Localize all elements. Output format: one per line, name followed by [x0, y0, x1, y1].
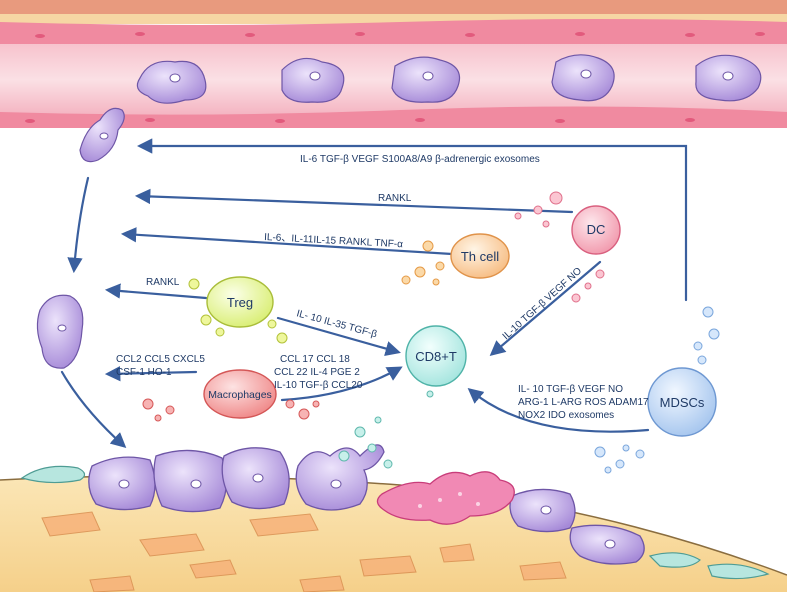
secreted-particles	[142, 191, 720, 474]
dc-cell: DC	[571, 205, 621, 255]
arrow-treg-cd8	[276, 316, 401, 357]
label-mdsc-2: ARG-1 L-ARG ROS ADAM17	[518, 397, 649, 408]
cd8t-cell: CD8+T	[405, 325, 467, 387]
label-dc-cd8: IL-10 TGF-β VEGF NO	[501, 265, 585, 342]
migrating-tumor-cell	[79, 107, 125, 163]
arrow-treg-rankl	[104, 283, 208, 300]
treg-label: Treg	[227, 295, 253, 310]
arrow-mac-cd8	[280, 366, 403, 402]
arrow-migrate-2	[60, 370, 127, 449]
label-mac-left-2: CSF-1 HO-1	[116, 367, 172, 378]
label-mac-left-1: CCL2 CCL5 CXCL5	[116, 354, 205, 365]
th-cell-label: Th cell	[461, 249, 499, 264]
label-dc-rankl: RANKL	[378, 193, 412, 204]
arrow-th	[120, 227, 454, 256]
arrow-mdsc-top	[136, 138, 688, 302]
label-mdsc-1: IL- 10 TGF-β VEGF NO	[518, 384, 623, 395]
arrow-dc-cd8	[489, 260, 602, 356]
treg-cell: Treg	[206, 276, 274, 328]
tumor-cell-left	[36, 294, 84, 369]
arrow-mdsc-cd8	[467, 388, 650, 433]
arrow-migrate-1	[67, 176, 90, 274]
macrophage-cell: Macrophages	[203, 369, 277, 419]
macrophages-label: Macrophages	[208, 389, 272, 401]
blood-vessel	[0, 0, 787, 128]
label-mac-right-1: CCL 17 CCL 18	[280, 354, 350, 365]
arrows	[60, 138, 688, 449]
label-treg-rankl: RANKL	[146, 277, 180, 288]
dc-label: DC	[587, 222, 606, 237]
th-cell: Th cell	[450, 233, 510, 279]
cd8t-label: CD8+T	[415, 349, 457, 364]
arrow-dc-rankl	[134, 188, 574, 214]
arrow-mac-left	[104, 366, 198, 382]
label-mac-right-2: CCL 22 IL-4 PGE 2	[274, 367, 360, 378]
label-mac-right-3: IL-10 TGF-β CCL20	[274, 380, 363, 391]
mdscs-label: MDSCs	[660, 395, 705, 410]
label-mdsc-3: NOX2 IDO exosomes	[518, 410, 614, 421]
label-top-factors: IL-6 TGF-β VEGF S100A8/A9 β-adrenergic e…	[300, 154, 540, 165]
pink-tumor-cell	[376, 471, 515, 525]
mdsc-cell: MDSCs	[647, 367, 717, 437]
